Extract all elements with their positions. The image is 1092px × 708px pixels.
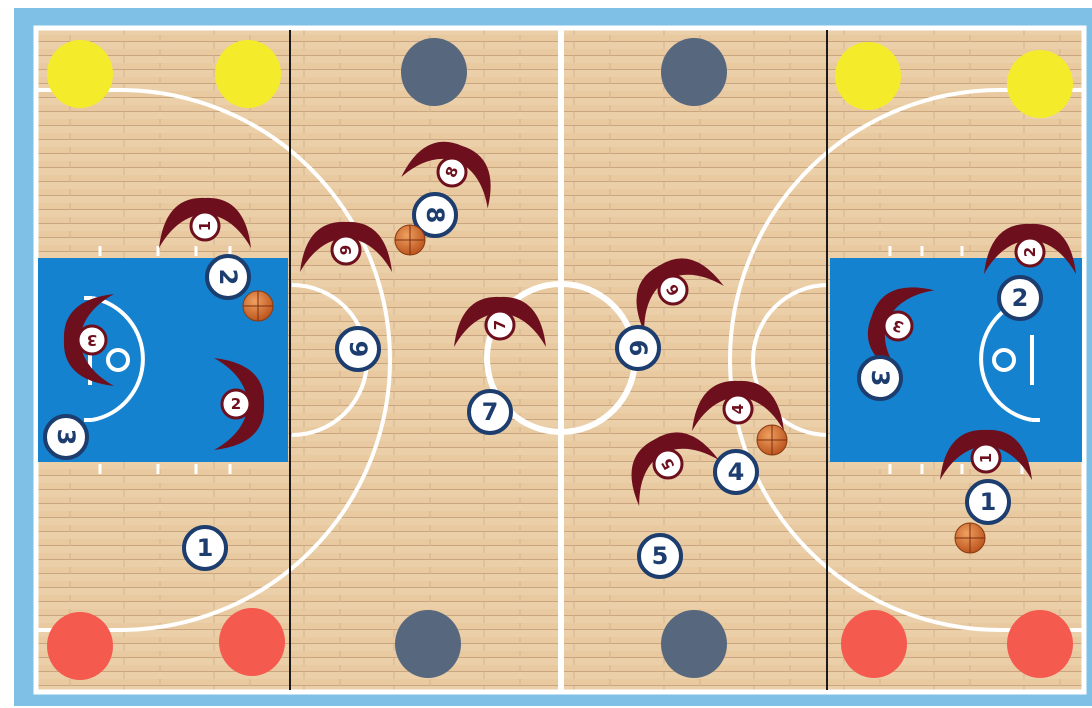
offense-player-1-right[interactable]: 1 xyxy=(967,481,1009,523)
yellow-spot xyxy=(215,40,281,108)
gray-spot xyxy=(661,38,727,106)
offense-number: 3 xyxy=(866,370,894,387)
defender-number: 7 xyxy=(491,320,509,330)
red-spot xyxy=(1007,610,1073,678)
red-spot xyxy=(841,610,907,678)
gray-spot xyxy=(395,610,461,678)
defender-number: 1 xyxy=(196,221,214,231)
offense-player-5[interactable]: 5 xyxy=(639,535,681,577)
offense-number: 8 xyxy=(421,207,449,224)
offense-number: 1 xyxy=(197,534,214,562)
gray-spot xyxy=(661,610,727,678)
yellow-spot xyxy=(1007,50,1073,118)
offense-player-4[interactable]: 4 xyxy=(715,451,757,493)
offense-number: 7 xyxy=(482,398,499,426)
offense-player-3-right[interactable]: 3 xyxy=(859,357,901,399)
red-spot xyxy=(219,608,285,676)
yellow-spot xyxy=(835,42,901,110)
offense-number: 3 xyxy=(52,429,80,446)
offense-number: 6 xyxy=(624,340,652,357)
offense-number: 1 xyxy=(980,488,997,516)
offense-number: 2 xyxy=(214,269,242,286)
offense-player-2-left[interactable]: 2 xyxy=(207,256,249,298)
offense-player-2-right[interactable]: 2 xyxy=(999,277,1041,319)
offense-player-9[interactable]: 9 xyxy=(337,328,379,370)
offense-player-3-left[interactable]: 3 xyxy=(45,416,87,458)
gray-spot xyxy=(401,38,467,106)
offense-number: 9 xyxy=(344,341,372,358)
defender-number: 3 xyxy=(87,331,97,349)
offense-number: 2 xyxy=(1012,284,1029,312)
offense-player-1-left[interactable]: 1 xyxy=(184,527,226,569)
basketball[interactable] xyxy=(243,291,273,321)
defender-number: 4 xyxy=(729,404,747,414)
yellow-spot xyxy=(47,40,113,108)
red-spot xyxy=(47,612,113,680)
offense-player-7[interactable]: 7 xyxy=(469,391,511,433)
basketball[interactable] xyxy=(395,225,425,255)
defender-number: 2 xyxy=(231,395,241,413)
basketball[interactable] xyxy=(955,523,985,553)
basketball[interactable] xyxy=(757,425,787,455)
offense-number: 4 xyxy=(728,458,745,486)
defender-number: 2 xyxy=(1021,247,1039,257)
defender-number: 9 xyxy=(337,245,355,255)
defender-number: 1 xyxy=(977,453,995,463)
offense-number: 5 xyxy=(652,542,669,570)
offense-player-6[interactable]: 6 xyxy=(617,327,659,369)
